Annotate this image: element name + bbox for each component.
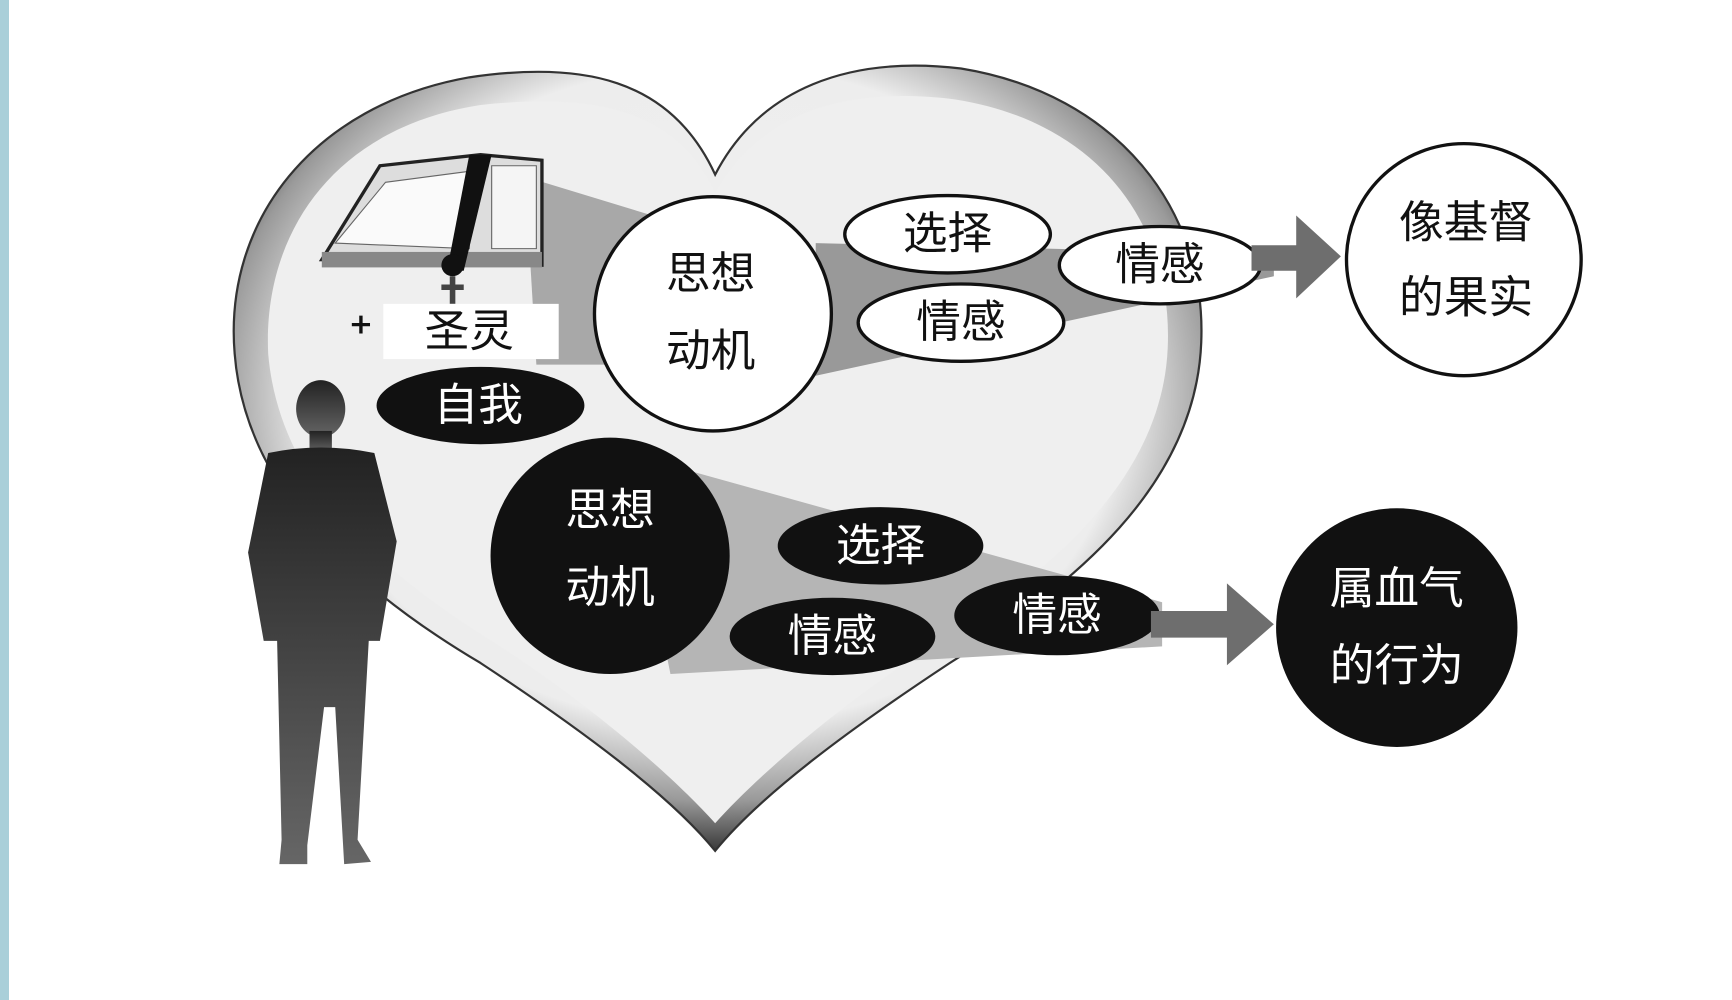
left-border-bar bbox=[0, 0, 9, 1000]
upper-thought-circle bbox=[592, 195, 834, 433]
spirit-label: 圣灵 bbox=[425, 306, 514, 357]
self-ellipse bbox=[376, 366, 585, 445]
upper-arrow-icon bbox=[1251, 215, 1341, 299]
upper-thought-line1: 思想 bbox=[666, 249, 755, 300]
upper-emotion-2: 情感 bbox=[1115, 240, 1204, 291]
bible-book-icon bbox=[318, 153, 544, 304]
christlike-fruit-circle bbox=[1344, 141, 1583, 378]
lower-path: 思想 动机 选择 情感 情感 属血气 的行为 bbox=[490, 437, 1518, 747]
lower-thought-circle bbox=[490, 437, 730, 675]
lower-choice: 选择 bbox=[836, 520, 925, 571]
upper-emotion-1: 情感 bbox=[916, 297, 1005, 348]
self-label: 自我 bbox=[434, 380, 523, 431]
lower-thought-line2: 动机 bbox=[565, 562, 654, 613]
lower-emotion-1: 情感 bbox=[788, 611, 877, 662]
upper-thought-line2: 动机 bbox=[666, 326, 755, 377]
lower-result-line2: 的行为 bbox=[1330, 641, 1464, 692]
plus-sign: + bbox=[349, 307, 373, 341]
lower-emotion-2: 情感 bbox=[1012, 590, 1101, 641]
upper-result-line2: 的果实 bbox=[1399, 273, 1533, 324]
lower-arrow-icon bbox=[1150, 583, 1274, 666]
person-silhouette-icon bbox=[248, 380, 397, 865]
fleshly-deeds-circle bbox=[1276, 508, 1518, 747]
lower-result-line1: 属血气 bbox=[1330, 564, 1464, 615]
upper-path: 思想 动机 选择 情感 情感 像基督 的果实 bbox=[592, 141, 1583, 433]
spirit-box bbox=[383, 303, 559, 360]
lower-thought-line1: 思想 bbox=[565, 485, 654, 536]
upper-result-line1: 像基督 bbox=[1399, 198, 1533, 249]
upper-choice: 选择 bbox=[903, 209, 992, 260]
